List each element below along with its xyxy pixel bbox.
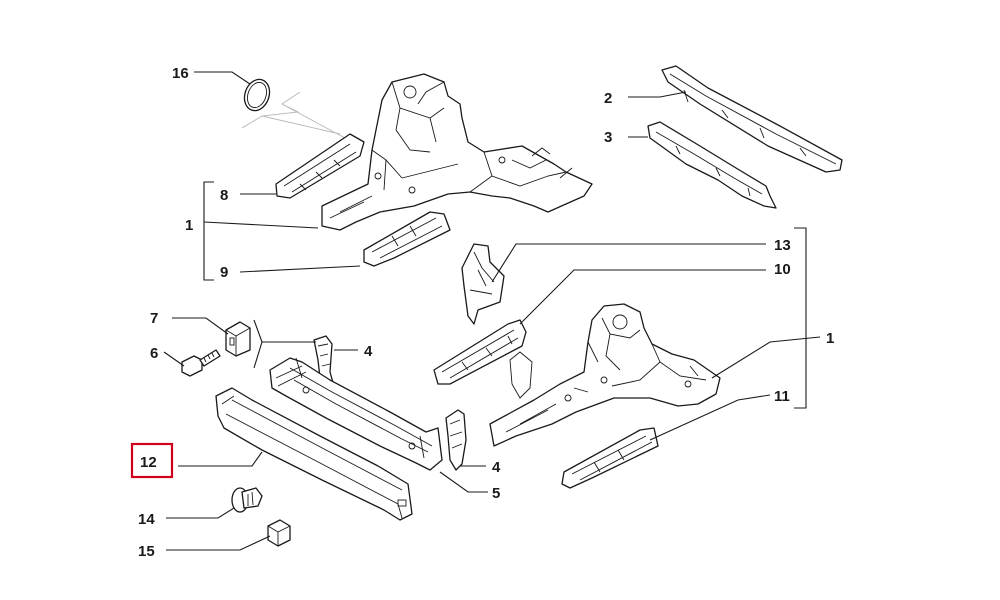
group-bracket-right	[794, 227, 807, 409]
callout-6[interactable]: 6	[150, 345, 158, 362]
part-1-lower-assembly[interactable]	[489, 303, 721, 447]
part-1-upper-assembly[interactable]	[321, 73, 593, 231]
group-bracket-fasteners	[253, 319, 263, 369]
part-10-rail[interactable]	[433, 319, 527, 385]
callout-16[interactable]: 16	[172, 65, 189, 82]
part-11-rail[interactable]	[561, 427, 659, 489]
part-3-bar[interactable]	[647, 121, 777, 209]
leader-lines	[163, 71, 821, 551]
callout-2[interactable]: 2	[604, 90, 612, 107]
callout-1-upper[interactable]: 1	[185, 217, 193, 234]
part-9-rail[interactable]	[363, 211, 451, 267]
callout-5[interactable]: 5	[492, 485, 500, 502]
callout-12[interactable]: 12	[140, 454, 157, 471]
callout-10[interactable]: 10	[774, 261, 791, 278]
part-14-push-clip[interactable]	[231, 487, 263, 513]
part-6-bolt[interactable]	[181, 349, 221, 377]
part-13-bracket[interactable]	[461, 243, 505, 325]
part-5-crash-beam[interactable]	[269, 357, 443, 471]
part-7-clip[interactable]	[225, 321, 251, 357]
highlight-box-12	[130, 442, 174, 479]
callout-labels: 16 2 3 8 1 13 9 10 7 1 6 4 11 4 5 14 15 …	[130, 65, 834, 560]
callout-8[interactable]: 8	[220, 187, 228, 204]
part-8-rail[interactable]	[275, 133, 365, 199]
part-4-bracket-lower[interactable]	[445, 409, 467, 471]
part-15-nut[interactable]	[267, 519, 291, 547]
callout-11[interactable]: 11	[774, 388, 790, 405]
group-bracket-left	[203, 181, 214, 281]
part-16-ring[interactable]	[240, 76, 273, 114]
callout-7[interactable]: 7	[150, 310, 158, 327]
callout-9[interactable]: 9	[220, 264, 228, 281]
callout-3[interactable]: 3	[604, 129, 612, 146]
part-12-beam[interactable]	[215, 387, 413, 521]
callout-1-lower[interactable]: 1	[826, 330, 834, 347]
callout-14[interactable]: 14	[138, 511, 155, 528]
callout-4-upper[interactable]: 4	[364, 343, 373, 360]
callout-13[interactable]: 13	[774, 237, 791, 254]
ghost-guide-lines	[241, 91, 346, 139]
callout-4-lower[interactable]: 4	[492, 459, 501, 476]
callout-15[interactable]: 15	[138, 543, 155, 560]
part-2-bar[interactable]	[661, 65, 843, 173]
